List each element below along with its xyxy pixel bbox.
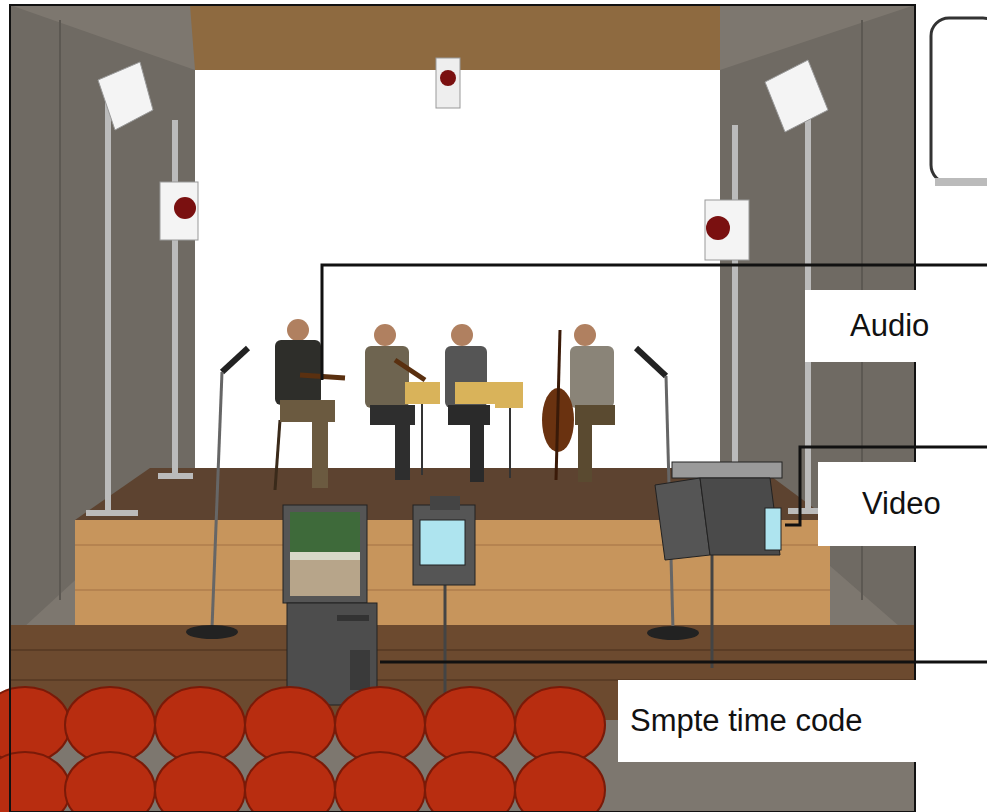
audience-seats <box>0 687 605 812</box>
video-camera-center <box>413 496 475 700</box>
callout-label: Audio <box>805 290 987 362</box>
callout-label: Video <box>818 462 987 546</box>
rounded-panel <box>931 18 987 183</box>
computer-with-monitor <box>283 505 377 705</box>
leader-line <box>380 661 987 664</box>
speaker-set <box>86 58 830 516</box>
leader-line <box>322 265 987 380</box>
string-quartet <box>275 319 615 490</box>
backdrop <box>195 70 720 470</box>
microphone-stands <box>186 348 699 640</box>
video-camera-right <box>655 462 782 668</box>
callout-label: Smpte time code <box>618 680 987 762</box>
